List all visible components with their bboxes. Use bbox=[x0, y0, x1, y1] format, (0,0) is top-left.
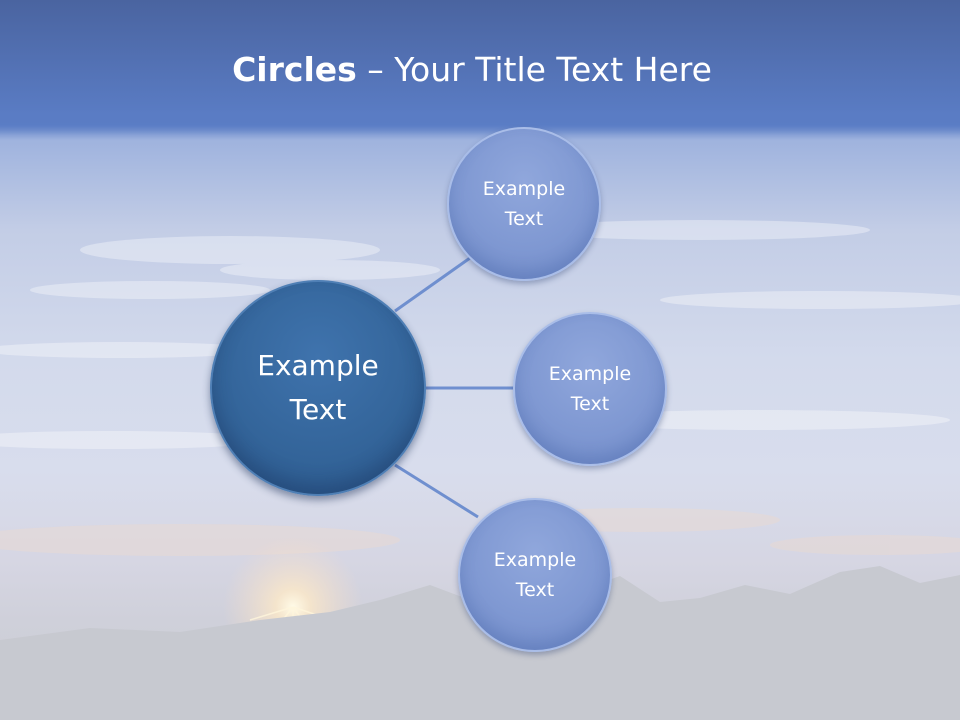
satellite-line1: Example bbox=[493, 549, 577, 571]
satellite-line2: Text bbox=[515, 579, 555, 601]
satellite-circle-bottom[interactable]: Example Text bbox=[458, 498, 612, 652]
title-rest: – Your Title Text Here bbox=[356, 50, 712, 89]
center-circle[interactable]: Example Text bbox=[210, 280, 426, 496]
center-circle-line2: Text bbox=[289, 393, 347, 426]
satellite-line1: Example bbox=[482, 178, 566, 200]
title-bold: Circles bbox=[232, 50, 357, 89]
connector-top bbox=[394, 256, 471, 313]
slide-title: Circles – Your Title Text Here bbox=[0, 50, 944, 89]
satellite-line1: Example bbox=[548, 363, 632, 385]
satellite-line2: Text bbox=[504, 208, 544, 230]
mountain-silhouette bbox=[0, 566, 960, 720]
satellite-circle-middle[interactable]: Example Text bbox=[513, 312, 667, 466]
satellite-circle-top[interactable]: Example Text bbox=[447, 127, 601, 281]
clouds bbox=[0, 220, 960, 449]
center-circle-line1: Example bbox=[257, 349, 379, 382]
connector-bottom bbox=[394, 463, 479, 519]
title-band bbox=[0, 0, 960, 135]
satellite-line2: Text bbox=[570, 393, 610, 415]
